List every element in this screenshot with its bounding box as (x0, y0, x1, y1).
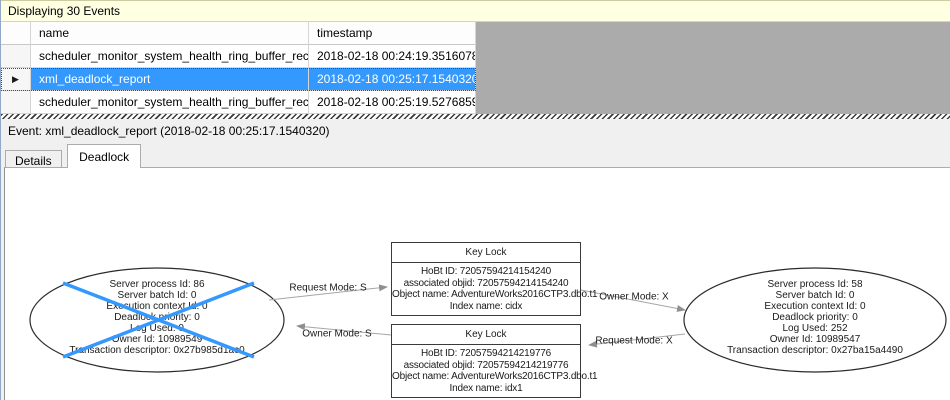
lock-index-name: Index name: cidx (449, 300, 523, 312)
row-selector-cell[interactable] (1, 91, 31, 114)
resource-node-key-lock-idx1[interactable]: Key Lock HoBt ID: 72057594214219776 asso… (391, 324, 598, 398)
edge-request-s (268, 284, 388, 301)
events-count-bar: Displaying 30 Events (1, 0, 950, 22)
lock-object-name: Object name: AdventureWorks2016CTP3.dbo.… (392, 289, 598, 300)
event-name-cell[interactable]: scheduler_monitor_system_health_ring_buf… (31, 91, 309, 114)
edge-owner-s (296, 323, 392, 336)
priority-line: Deadlock priority: 0 (772, 312, 858, 323)
tab-details[interactable]: Details (5, 150, 62, 170)
edge-label-request-mode-x: Request Mode: X (595, 335, 673, 347)
lock-index-name: Index name: idx1 (449, 382, 523, 394)
survivor-process-node[interactable] (683, 267, 947, 373)
table-row[interactable]: scheduler_monitor_system_health_ring_buf… (1, 45, 476, 68)
lock-objid: associated objid: 72057594214219776 (403, 359, 569, 371)
lock-details: HoBt ID: 72057594214219776 associated ob… (392, 345, 598, 394)
priority-line: Deadlock priority: 0 (114, 312, 200, 323)
detail-tab-strip: Details Deadlock (1, 142, 950, 170)
txdesc-line: Transaction descriptor: 0x27ba15a4490 (727, 345, 903, 356)
column-header-timestamp[interactable]: timestamp (309, 22, 476, 45)
spid-line: Server process Id: 86 (109, 279, 205, 290)
context-line: Execution context Id: 0 (106, 301, 208, 312)
survivor-process-details: Server process Id: 58 Server batch Id: 0… (695, 279, 935, 356)
logused-line: Log Used: 252 (782, 323, 848, 334)
logused-line: Log Used: 0 (130, 323, 184, 334)
row-selector-cell[interactable] (1, 45, 31, 68)
event-name-cell[interactable]: scheduler_monitor_system_health_ring_buf… (31, 45, 309, 68)
context-line: Execution context Id: 0 (764, 301, 866, 312)
column-header-name[interactable]: name (31, 22, 309, 45)
edge-label-owner-mode-s: Owner Mode: S (302, 328, 372, 340)
lock-title: Key Lock (392, 243, 580, 263)
lock-hobt-id: HoBt ID: 72057594214219776 (421, 348, 551, 359)
edge-label-request-mode-s: Request Mode: S (289, 282, 367, 294)
event-timestamp-cell[interactable]: 2018-02-18 00:25:19.5276859 (309, 91, 476, 114)
lock-hobt-id: HoBt ID: 72057594214154240 (421, 266, 551, 277)
row-selector-header (1, 22, 31, 45)
tab-deadlock[interactable]: Deadlock (67, 144, 142, 168)
events-count-label: Displaying 30 Events (8, 4, 121, 18)
event-timestamp-cell[interactable]: 2018-02-18 00:25:17.1540320 (309, 68, 476, 91)
ownerid-line: Owner Id: 10989549 (111, 334, 203, 345)
selected-event-label: Event: xml_deadlock_report (2018-02-18 0… (8, 123, 330, 138)
txdesc-line: Transaction descriptor: 0x27b985d1ac0 (69, 345, 245, 356)
event-timestamp-cell[interactable]: 2018-02-18 00:24:19.3516078 (309, 45, 476, 68)
selected-event-caption: Event: xml_deadlock_report (2018-02-18 0… (1, 119, 950, 142)
batch-line: Server batch Id: 0 (775, 290, 855, 301)
edge-request-x (588, 333, 686, 348)
lock-object-name: Object name: AdventureWorks2016CTP3.dbo.… (392, 371, 598, 382)
horizontal-splitter[interactable] (1, 114, 950, 119)
row-selector-cell[interactable]: ▶ (1, 68, 31, 91)
current-row-arrow-icon: ▶ (12, 73, 19, 84)
ownerid-line: Owner Id: 10989547 (769, 334, 861, 345)
event-name-cell[interactable]: xml_deadlock_report (31, 68, 309, 91)
victim-process-details: Server process Id: 86 Server batch Id: 0… (37, 279, 277, 356)
table-row-selected[interactable]: ▶ xml_deadlock_report 2018-02-18 00:25:1… (1, 68, 476, 91)
grid-header-row: name timestamp (1, 22, 476, 45)
edge-label-owner-mode-x: Owner Mode: X (599, 291, 669, 303)
deadlock-graph-base-layer (29, 267, 947, 373)
lock-title: Key Lock (392, 325, 580, 345)
events-grid: name timestamp scheduler_monitor_system_… (1, 22, 476, 114)
lock-objid: associated objid: 72057594214154240 (403, 277, 569, 289)
victim-process-node[interactable] (29, 267, 285, 373)
lock-details: HoBt ID: 72057594214154240 associated ob… (392, 263, 598, 312)
table-row[interactable]: scheduler_monitor_system_health_ring_buf… (1, 91, 476, 114)
events-grid-region: name timestamp scheduler_monitor_system_… (1, 22, 950, 114)
deadlock-graph-pane: Key Lock HoBt ID: 72057594214154240 asso… (4, 167, 950, 400)
batch-line: Server batch Id: 0 (117, 290, 197, 301)
spid-line: Server process Id: 58 (767, 279, 863, 290)
edge-owner-x (580, 289, 686, 312)
resource-node-key-lock-cidx[interactable]: Key Lock HoBt ID: 72057594214154240 asso… (391, 242, 598, 316)
